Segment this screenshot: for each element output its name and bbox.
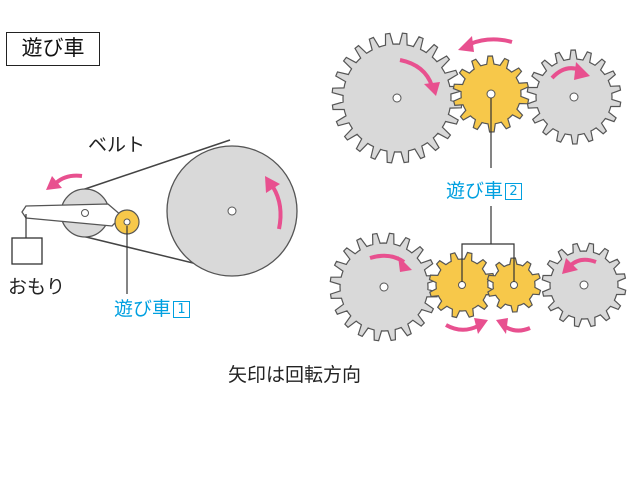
idler-b-arrowhead <box>496 318 508 334</box>
belt-top <box>81 139 231 191</box>
bottom-idler-a-axle <box>458 281 466 289</box>
idler2-arrow <box>469 37 513 46</box>
belt-label: ベルト <box>88 134 146 156</box>
large-pulley-arrowhead <box>265 176 280 193</box>
diagram-title: 遊び車 <box>6 32 100 66</box>
gear-train-top <box>331 32 622 168</box>
large-pulley-arrow <box>271 185 283 230</box>
driven-gear-top-axle <box>569 92 579 102</box>
bottom-left-axle <box>379 282 389 292</box>
bottom-idler-b-axle <box>510 281 518 289</box>
idler-b-arrow <box>502 324 531 333</box>
driven-top-arrowhead <box>574 62 590 80</box>
bottom-left-arrowhead <box>398 256 412 272</box>
idler-wheel-1-axle <box>123 218 131 226</box>
idler2-arrowhead <box>458 36 474 52</box>
idler2-label-number: 2 <box>505 183 523 200</box>
belt-system <box>11 139 298 294</box>
idler1-label-text: 遊び車 <box>114 298 172 320</box>
driver-arrowhead <box>424 82 440 96</box>
idler-gear-2-axle <box>486 89 496 99</box>
large-pulley-axle <box>227 206 237 216</box>
lever-pivot <box>81 209 89 217</box>
large-driver-axle <box>392 93 402 103</box>
small-pulley-arrow <box>54 173 83 185</box>
gear-train-bottom <box>329 206 627 342</box>
idler2-label-text: 遊び車 <box>446 180 504 202</box>
caption: 矢印は回転方向 <box>228 364 362 386</box>
idler-a-arrowhead <box>474 318 488 334</box>
driver-arrow <box>399 58 434 87</box>
weight-box <box>11 237 43 265</box>
bottom-right-arrowhead <box>562 258 578 274</box>
weight-label: おもり <box>8 276 66 298</box>
bottom-right-axle <box>579 280 589 290</box>
lever-arm <box>21 203 123 227</box>
small-pulley-arrowhead <box>46 176 62 190</box>
idler2-bracket <box>461 243 515 282</box>
idler1-label-number: 1 <box>173 301 191 318</box>
idler-a-arrow <box>445 323 479 332</box>
